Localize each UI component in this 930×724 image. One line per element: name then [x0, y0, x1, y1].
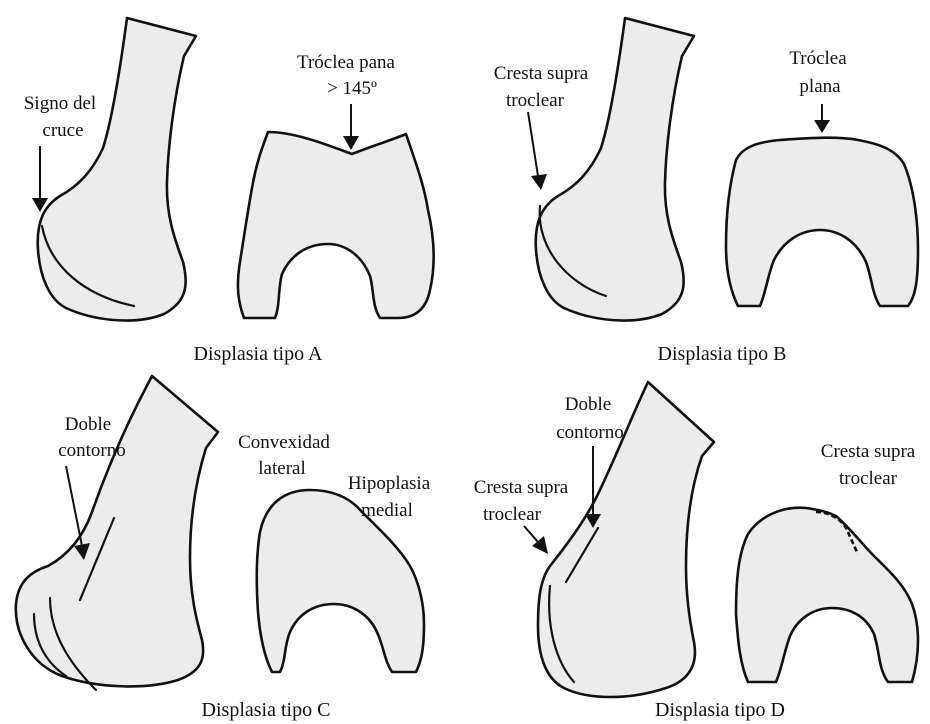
label-convexidad-line1: Convexidad — [238, 432, 330, 453]
label-doble-d-line1: Doble — [565, 394, 611, 415]
label-doble-c-line1: Doble — [65, 414, 111, 435]
femur-axial-view-b — [726, 138, 918, 306]
panel-a: Signo del cruce Tróclea pana > 145º Disp… — [24, 18, 434, 365]
femur-lateral-view-a — [38, 18, 196, 321]
label-doble-c-line2: contorno — [58, 440, 126, 461]
label-hipoplasia-line2: medial — [361, 500, 413, 521]
arrow-troclea-plana — [814, 104, 830, 133]
panel-d: Doble contorno Cresta supra troclear Cre… — [474, 382, 918, 721]
arrow-cresta-supratroclear-b — [528, 112, 547, 190]
label-convexidad-line2: lateral — [258, 458, 305, 479]
label-cresta-line2: troclear — [506, 90, 565, 111]
arrow-troclea-pana — [343, 104, 359, 150]
arrow-signo-del-cruce — [32, 146, 48, 212]
femur-axial-view-d — [736, 508, 918, 682]
arrow-doble-contorno-c — [66, 466, 90, 560]
label-cresta-right-line2: troclear — [839, 468, 898, 489]
label-doble-d-line2: contorno — [556, 422, 624, 443]
caption-tipo-d: Displasia tipo D — [655, 699, 785, 721]
label-cresta-left-line1: Cresta supra — [474, 477, 569, 498]
panel-b: Cresta supra troclear Tróclea plana Disp… — [494, 18, 918, 365]
caption-tipo-c: Displasia tipo C — [202, 699, 331, 721]
label-troclea-b-line1: Tróclea — [789, 48, 847, 69]
label-troclea-line1: Tróclea pana — [297, 52, 396, 73]
caption-tipo-b: Displasia tipo B — [658, 343, 787, 365]
arrow-cresta-supratroclear-d — [524, 526, 548, 554]
label-signo-line2: cruce — [42, 120, 83, 141]
label-cresta-line1: Cresta supra — [494, 63, 589, 84]
label-troclea-line2: > 145º — [327, 78, 377, 99]
label-cresta-right-line1: Cresta supra — [821, 441, 916, 462]
label-cresta-left-line2: troclear — [483, 504, 542, 525]
label-hipoplasia-line1: Hipoplasia — [348, 473, 431, 494]
panel-c: Doble contorno Convexidad lateral Hipopl… — [16, 376, 431, 721]
label-signo-line1: Signo del — [24, 93, 96, 114]
caption-tipo-a: Displasia tipo A — [194, 343, 323, 365]
label-troclea-b-line2: plana — [799, 76, 841, 97]
femur-axial-view-a — [238, 132, 434, 318]
femur-lateral-view-c — [16, 376, 218, 686]
arrow-doble-contorno-d — [585, 446, 601, 528]
